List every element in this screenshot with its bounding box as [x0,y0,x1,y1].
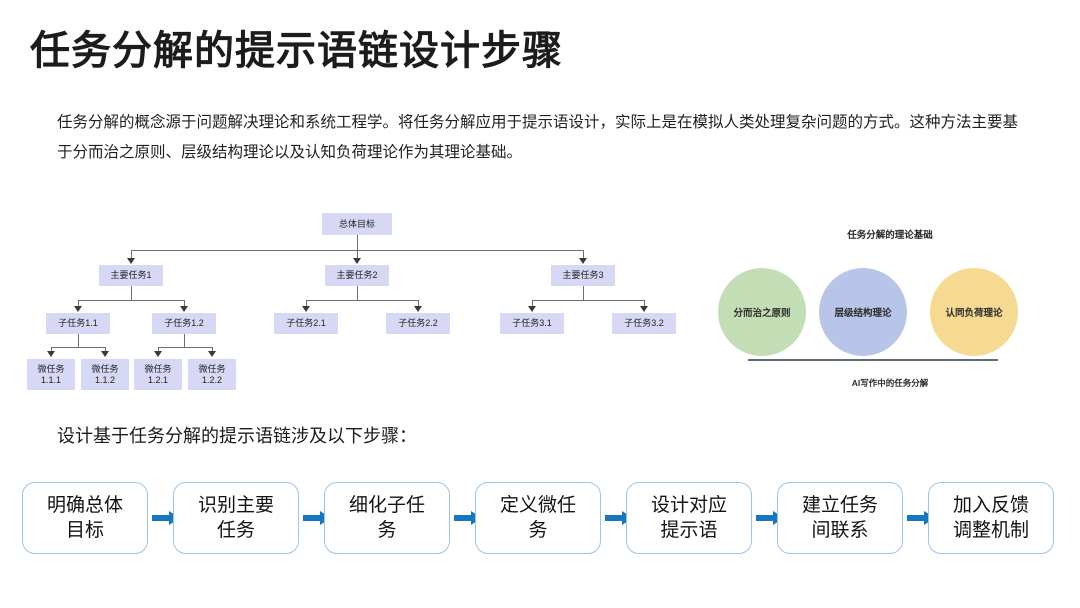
tree-arrow-icon [101,351,109,357]
circle-cognitive-load: 认同负荷理论 [930,268,1018,356]
tree-connector [583,286,584,300]
tree-connector [357,235,358,250]
tree-connector [131,250,132,260]
tree-node-micro-1-1-1: 微任务 1.1.1 [27,359,75,390]
tree-connector [306,300,418,301]
tree-connector [583,250,584,260]
tree-node-sub-2-2: 子任务2.2 [386,313,450,334]
tree-arrow-icon [47,351,55,357]
tree-arrow-icon [640,306,648,312]
tree-connector [184,334,185,347]
circle-hierarchical-structure: 层级结构理论 [819,268,907,356]
flow-step-6[interactable]: 建立任务 间联系 [777,482,903,554]
tree-connector [532,300,644,301]
tree-node-sub-3-1: 子任务3.1 [500,313,564,334]
tree-node-main-1: 主要任务1 [99,265,163,286]
tree-connector [532,300,533,308]
intro-paragraph: 任务分解的概念源于问题解决理论和系统工程学。将任务分解应用于提示语设计，实际上是… [57,114,1019,161]
tree-connector [131,286,132,300]
tree-connector [158,347,159,353]
tree-connector [212,347,213,353]
page-title: 任务分解的提示语链设计步骤 [30,29,563,73]
flow-step-1[interactable]: 明确总体 目标 [22,482,148,554]
tree-arrow-icon [302,306,310,312]
flow-step-4[interactable]: 定义微任 务 [475,482,601,554]
tree-node-sub-1-1: 子任务1.1 [46,313,110,334]
tree-arrow-icon [74,306,82,312]
tree-node-sub-2-1: 子任务2.1 [274,313,338,334]
circle-label: 认同负荷理论 [945,308,1003,319]
tree-arrow-icon [208,351,216,357]
tree-connector [418,300,419,308]
theoretical-basis-figure: 任务分解的理论基础 分而治之原则 层级结构理论 认同负荷理论 AI写作中的任务分… [700,200,1080,405]
circle-divide-and-conquer: 分而治之原则 [718,268,806,356]
tree-connector [105,347,106,353]
tree-node-sub-1-2: 子任务1.2 [152,313,216,334]
tree-connector [644,300,645,308]
tree-connector [184,300,185,308]
task-decomposition-tree: 总体目标 主要任务1 主要任务2 主要任务3 子任务1.1 子任务1.2 子任务… [0,200,700,405]
tree-node-main-2: 主要任务2 [325,265,389,286]
flow-step-5[interactable]: 设计对应 提示语 [626,482,752,554]
tree-connector [357,286,358,300]
tree-node-sub-3-2: 子任务3.2 [612,313,676,334]
tree-connector [78,334,79,347]
circles-baseline [748,359,998,361]
circles-caption: AI写作中的任务分解 [851,378,929,388]
tree-arrow-icon [154,351,162,357]
tree-connector [78,300,79,308]
tree-arrow-icon [579,258,587,264]
tree-node-micro-1-1-2: 微任务 1.1.2 [81,359,129,390]
tree-arrow-icon [180,306,188,312]
circle-label: 层级结构理论 [834,308,892,319]
tree-node-micro-1-2-2: 微任务 1.2.2 [188,359,236,390]
flow-step-7[interactable]: 加入反馈 调整机制 [928,482,1054,554]
tree-connector [51,347,105,348]
tree-arrow-icon [414,306,422,312]
tree-arrow-icon [353,258,361,264]
tree-connector [51,347,52,353]
steps-flowchart: 明确总体 目标 识别主要 任务 细化子任 务 定义微任 务 设计对应 提示语 建… [0,478,1080,562]
tree-connector [78,300,184,301]
tree-connector [306,300,307,308]
circle-label: 分而治之原则 [733,308,791,319]
tree-node-root: 总体目标 [322,213,392,235]
circles-title: 任务分解的理论基础 [847,230,933,241]
steps-lead-text: 设计基于任务分解的提示语链涉及以下步骤： [57,426,417,446]
flow-step-3[interactable]: 细化子任 务 [324,482,450,554]
tree-connector [158,347,212,348]
tree-node-micro-1-2-1: 微任务 1.2.1 [134,359,182,390]
tree-arrow-icon [528,306,536,312]
tree-node-main-3: 主要任务3 [551,265,615,286]
flow-step-2[interactable]: 识别主要 任务 [173,482,299,554]
tree-connector [357,250,358,260]
tree-arrow-icon [127,258,135,264]
